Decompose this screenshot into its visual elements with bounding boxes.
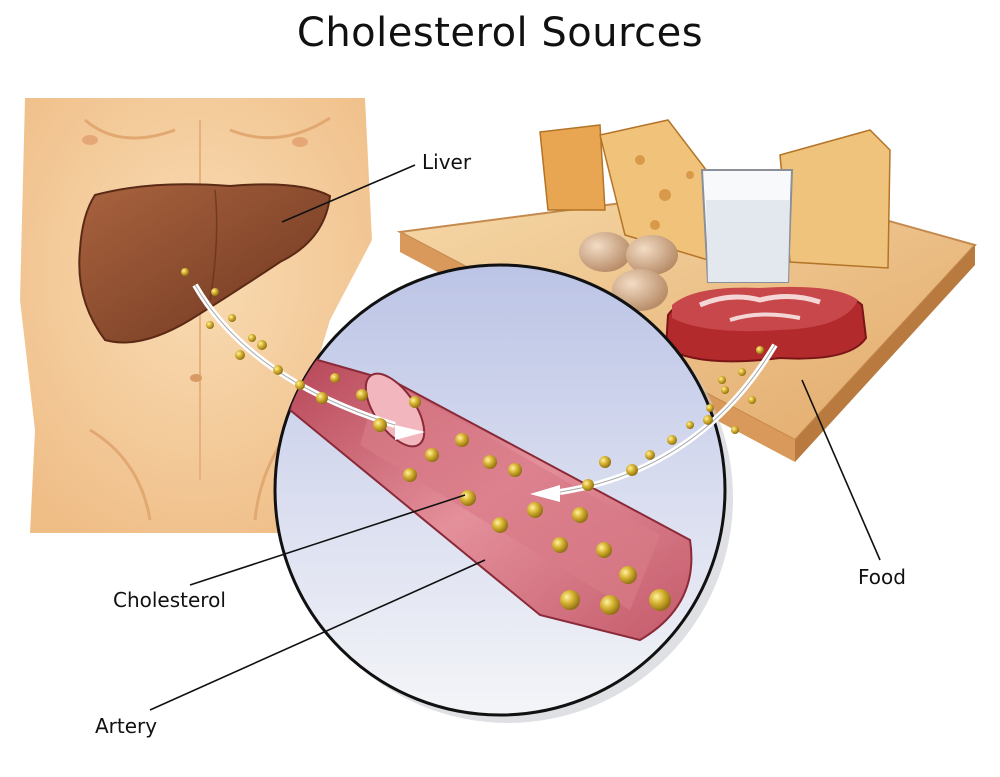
food-arrow (530, 343, 778, 502)
milk-glass (700, 169, 794, 283)
liver-arrow (192, 283, 425, 440)
cholesterol-particle (330, 373, 340, 383)
cholesterol-particle (731, 426, 739, 434)
steak (664, 286, 868, 363)
cheese (539, 119, 891, 269)
cholesterol-particle (248, 334, 256, 342)
cholesterol-particle (626, 464, 638, 476)
cholesterol-particle (718, 376, 726, 384)
cholesterol-particle (483, 455, 497, 469)
cholesterol-particle (721, 386, 729, 394)
cholesterol-particle (273, 365, 283, 375)
cholesterol-particle (527, 502, 543, 518)
cholesterol-particle (596, 542, 612, 558)
cholesterol-particle (235, 350, 245, 360)
leader-lines (149, 164, 881, 711)
cholesterol-leader-line (189, 494, 466, 586)
cholesterol-particle (403, 468, 417, 482)
food-leader-line (801, 379, 881, 561)
cholesterol-particle (686, 421, 694, 429)
cholesterol-particle (228, 314, 236, 322)
cholesterol-particle (572, 507, 588, 523)
cholesterol-particle (181, 268, 189, 276)
cholesterol-particle (552, 537, 568, 553)
cholesterol-particle (460, 490, 476, 506)
cholesterol-particle (295, 380, 305, 390)
cholesterol-particle (667, 435, 677, 445)
cholesterol-particle (599, 456, 611, 468)
cholesterol-particle (455, 433, 469, 447)
cholesterol-particle (738, 368, 746, 376)
cholesterol-particle (600, 595, 620, 615)
cholesterol-particle (211, 288, 219, 296)
cholesterol-particle (206, 321, 214, 329)
cholesterol-particle (649, 589, 671, 611)
cholesterol-particle (257, 340, 267, 350)
liver-label: Liver (422, 150, 472, 174)
cholesterol-particle (425, 448, 439, 462)
cholesterol-particles (181, 268, 764, 615)
artery-leader-line (149, 559, 486, 711)
cholesterol-particle (619, 566, 637, 584)
liver-leader-line (281, 164, 416, 223)
cholesterol-particle (316, 392, 328, 404)
liver (78, 183, 332, 344)
eggs (579, 232, 678, 311)
cholesterol-particle (492, 517, 508, 533)
artery-label: Artery (95, 714, 158, 738)
cholesterol-particle (373, 418, 387, 432)
cholesterol-particle (645, 450, 655, 460)
cholesterol-particle (356, 389, 368, 401)
cholesterol-particle (748, 396, 756, 404)
cholesterol-particle (703, 415, 713, 425)
cholesterol-particle (582, 479, 594, 491)
cholesterol-particle (706, 404, 714, 412)
cholesterol-particle (508, 463, 522, 477)
cholesterol-particle (560, 590, 580, 610)
cholesterol-particle (409, 396, 421, 408)
food-label: Food (858, 565, 906, 589)
diagram-title: Cholesterol Sources (296, 10, 704, 56)
cholesterol-label: Cholesterol (113, 588, 226, 612)
cholesterol-particle (756, 346, 764, 354)
